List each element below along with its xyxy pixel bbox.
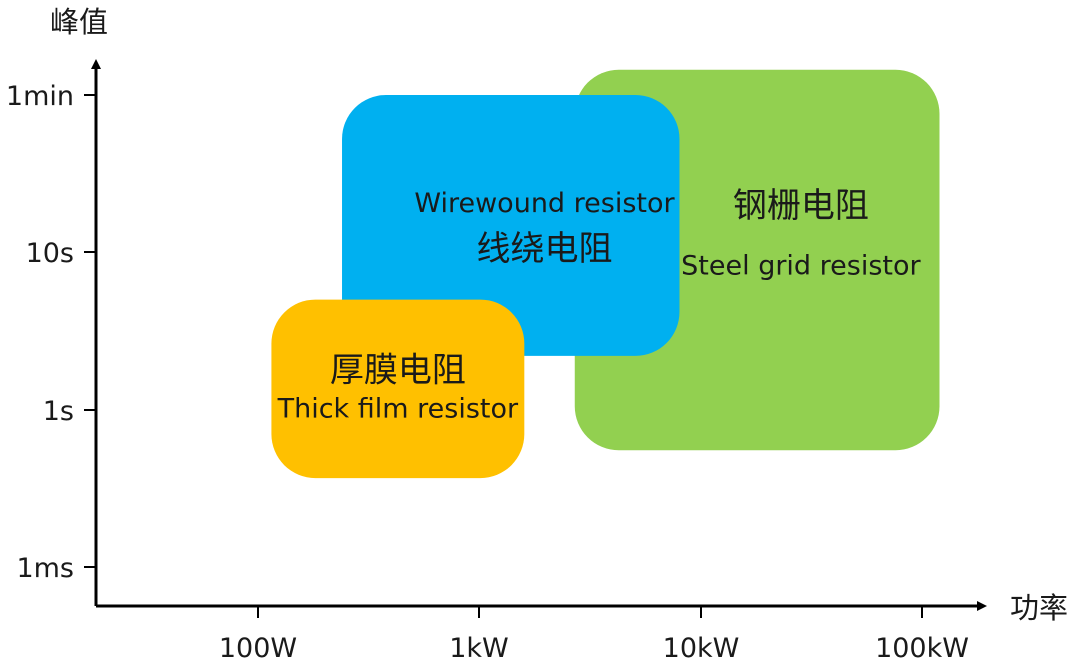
axes-layer: 峰值 功率 [50,5,1068,625]
x-tick-label: 1kW [449,633,509,664]
region-label-en: Steel grid resistor [681,250,921,281]
y-tick-label: 1min [6,81,74,112]
region-label-zh: 线绕电阻 [477,229,613,269]
x-axis-title: 功率 [1010,591,1068,625]
ticks-layer: 100W 1kW 10kW 100kW 1ms 1s 10s 1min [6,81,969,664]
region-label-en: Wirewound resistor [414,188,675,219]
regions-layer [271,69,940,479]
region-wirewound-resistor [342,95,680,356]
y-axis-title: 峰值 [50,5,108,39]
region-thick-film-resistor [271,299,525,479]
y-tick-label: 10s [26,238,74,269]
region-label-zh: 钢栅电阻 [733,186,869,226]
x-tick-label: 100kW [875,633,969,664]
x-tick-label: 100W [219,633,297,664]
x-tick-label: 10kW [663,633,740,664]
y-tick-label: 1ms [16,553,74,584]
labels-layer: 钢栅电阻 Steel grid resistor 线绕电阻 Wirewound res… [277,186,922,425]
region-label-zh: 厚膜电阻 [330,351,466,391]
y-tick-label: 1s [43,396,74,427]
region-label-en: Thick film resistor [277,394,519,425]
